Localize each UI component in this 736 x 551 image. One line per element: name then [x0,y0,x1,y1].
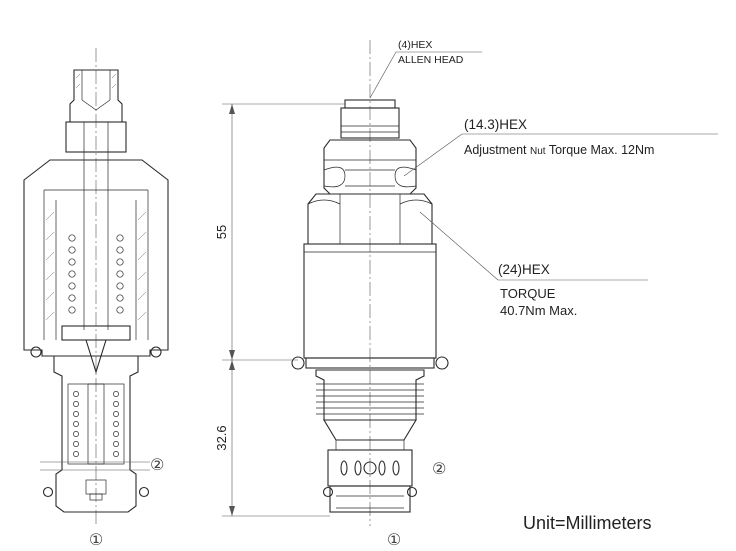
section-cartridge [53,355,139,513]
section-body [23,159,169,357]
section-o-ring-left [30,346,42,358]
nut-word: Nut [530,146,546,157]
section-poppet [85,339,107,374]
section-spring-lower [73,391,119,457]
allen-head-size-label: (4)HEX [398,39,432,51]
section-o-ring-bottom-left [42,486,54,498]
section-seat [61,325,131,341]
exterior-adjuster-stem [340,107,400,139]
units-note: Unit=Millimeters [523,513,652,533]
section-o-ring-bottom-right [138,486,150,498]
nut-hex-label: (14.3)HEX [464,117,527,132]
section-lock-nut [65,121,127,153]
exterior-port-1-label: ① [387,530,401,549]
exterior-o-ring-bottom-right [406,486,418,498]
section-o-ring-right [150,346,162,358]
callout-adjustment-nut: (14.3)HEX Adjustment Nut Torque Max. 12N… [403,117,718,177]
callout-body-hex: (24)HEX TORQUE 40.7Nm Max. [419,211,648,318]
exterior-port-hole-3 [378,460,386,476]
nut-torque-suffix: Torque Max. 12Nm [546,143,655,157]
dimension-upper-length: 55 [214,225,229,239]
callout-allen-head: (4)HEX ALLEN HEAD [369,39,482,99]
exterior-o-ring-left [291,356,305,370]
exterior-port-hole-4 [392,460,400,476]
section-port-2-label: ② [150,455,164,474]
exterior-port-hole-2 [354,460,362,476]
exterior-port-2-label: ② [432,459,446,478]
exterior-o-ring-bottom-left [322,486,334,498]
exterior-port-hole-1 [340,460,348,476]
exterior-nose [329,485,411,513]
dimension-lines: 55 32.6 [214,103,345,517]
body-torque-line2: 40.7Nm Max. [500,303,577,318]
body-hex-label: (24)HEX [498,262,550,277]
section-spring-upper [68,234,124,314]
exterior-thread-lines [316,383,424,415]
allen-head-label: ALLEN HEAD [398,54,464,66]
section-hatching [45,211,147,321]
section-port-1-label: ① [89,530,103,549]
body-torque-line1: TORQUE [500,286,556,301]
section-view: ② ① [23,48,169,549]
dimension-lower-length: 32.6 [214,425,229,450]
nut-torque-prefix: Adjustment [464,143,530,157]
exterior-view: ② ① [291,40,449,549]
exterior-port-hole-center [363,461,377,475]
exterior-o-ring-right [435,356,449,370]
nut-torque-label: Adjustment Nut Torque Max. 12Nm [464,143,654,157]
